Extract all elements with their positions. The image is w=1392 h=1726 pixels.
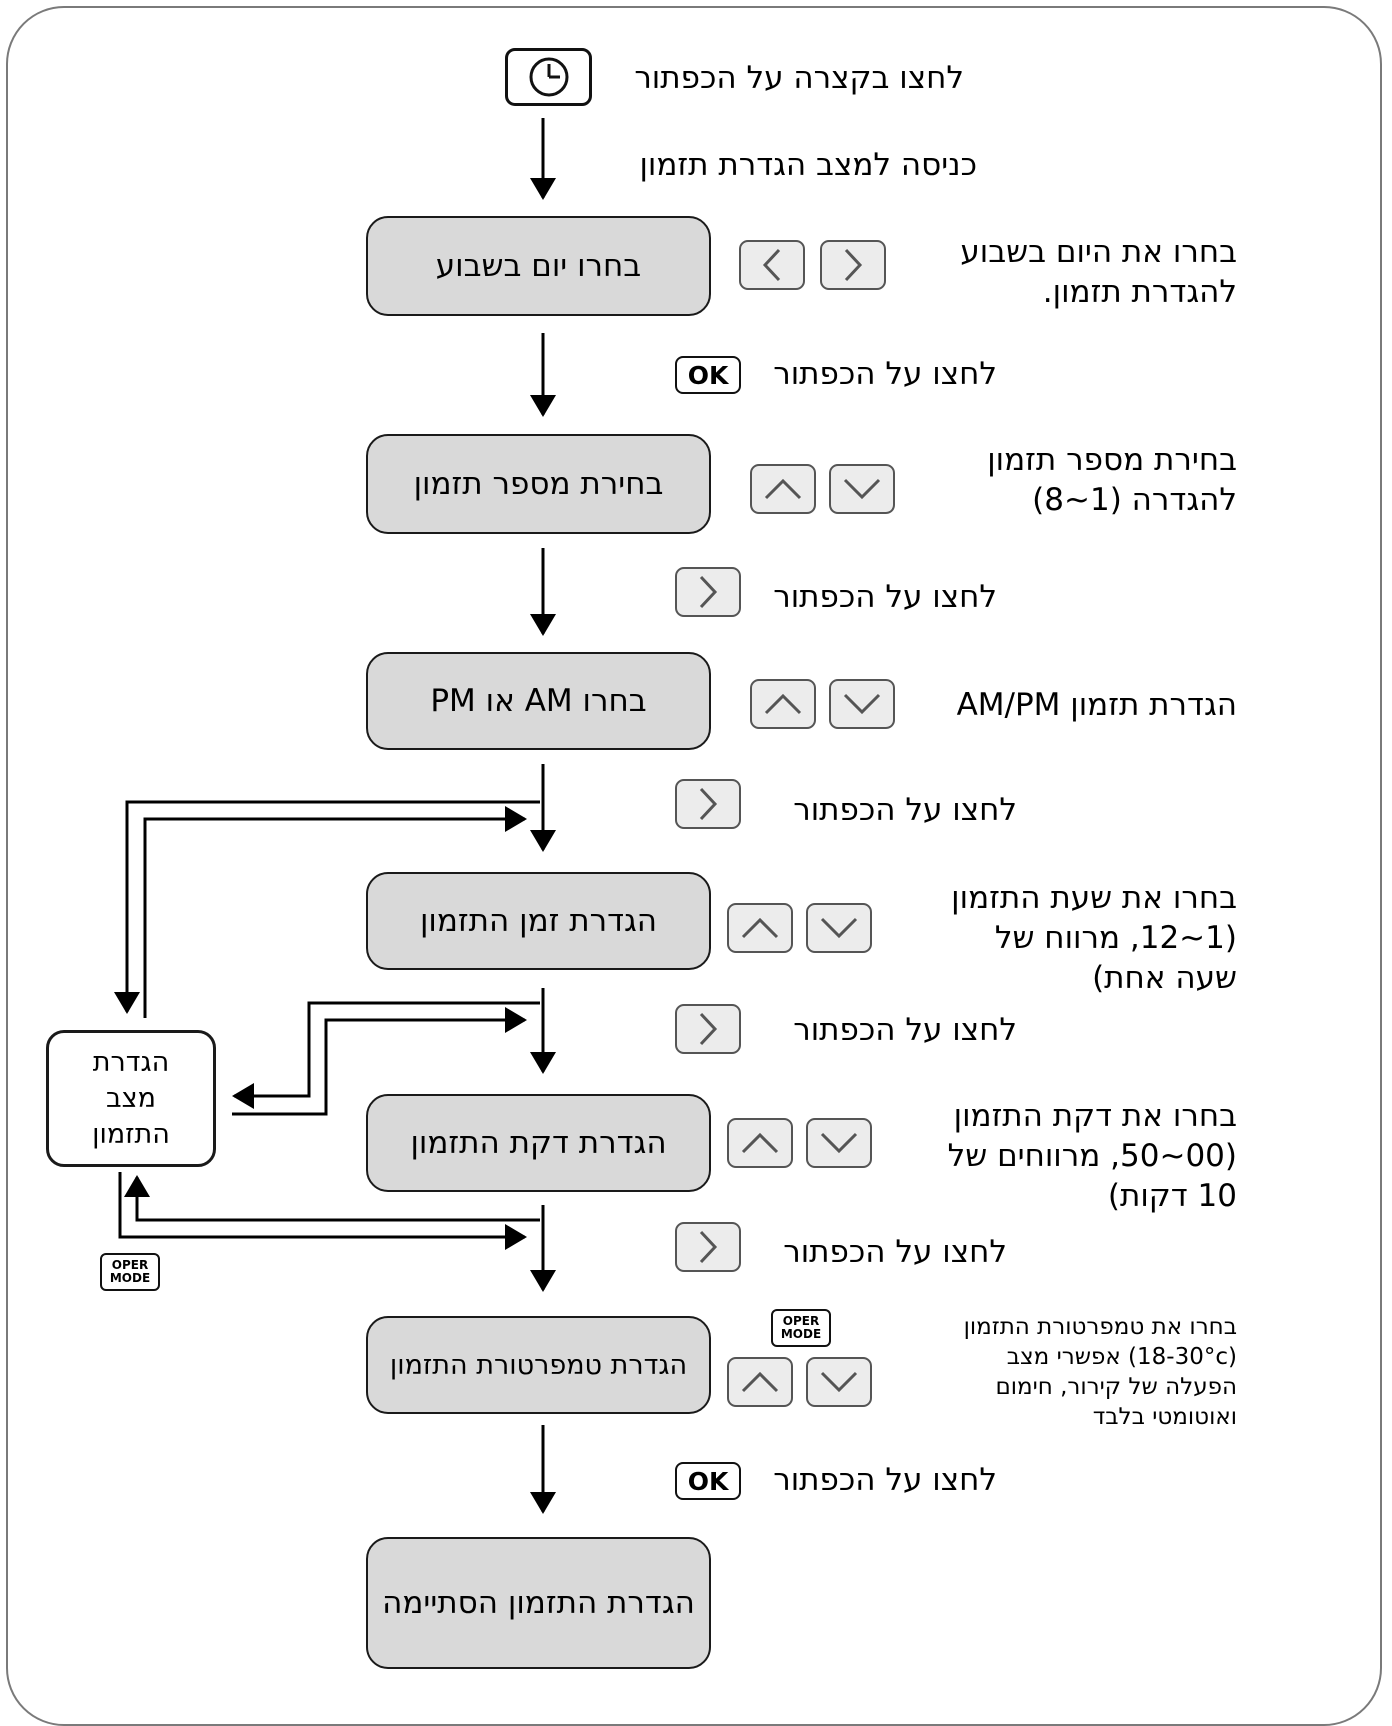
- step-ampm: בחרו AM או PM: [366, 652, 711, 750]
- chevron-down-icon: [820, 1132, 858, 1154]
- oper-mode-line1: OPER: [111, 1258, 149, 1272]
- minute-desc: בחרו את דקת התזמון (00~50, מרווחים של 10…: [947, 1098, 1237, 1214]
- right-key[interactable]: [675, 567, 741, 617]
- loop-top-outer: [114, 800, 540, 1014]
- press-right-text-2: לחצו על הכפתור: [793, 792, 1017, 828]
- chevron-right-icon: [699, 787, 718, 821]
- oper-mode-line1: OPER: [782, 1314, 820, 1328]
- press-right-text-3: לחצו על הכפתור: [793, 1012, 1017, 1048]
- chevron-right-icon: [699, 575, 718, 609]
- step-hour: הגדרת זמן התזמון: [366, 872, 711, 970]
- right-key[interactable]: [675, 779, 741, 829]
- temperature-desc: בחרו את טמפרטורת התזמון (18-30°c) אפשרי …: [963, 1314, 1237, 1430]
- oper-mode-key[interactable]: OPER MODE: [771, 1309, 831, 1347]
- press-clock-text: לחצו בקצרה על הכפתור: [634, 60, 964, 96]
- chevron-up-icon: [764, 693, 802, 715]
- ampm-desc: הגדרת תזמון AM/PM: [956, 687, 1237, 723]
- down-key[interactable]: [806, 903, 872, 953]
- chevron-up-icon: [741, 917, 779, 939]
- down-key[interactable]: [829, 679, 895, 729]
- ok-key[interactable]: OK: [675, 356, 741, 394]
- loop-mid-outer: [232, 1001, 540, 1109]
- press-right-text-4: לחצו על הכפתור: [783, 1234, 1007, 1270]
- step-done-label: הגדרת התזמון הסתיימה: [382, 1585, 695, 1621]
- press-right-text-1: לחצו על הכפתור: [773, 579, 997, 615]
- chevron-up-icon: [741, 1132, 779, 1154]
- loop-top-inner: [143, 806, 527, 1018]
- timer-mode-box: הגדרת מצב התזמון: [46, 1030, 216, 1167]
- down-key[interactable]: [829, 464, 895, 514]
- choose-day-desc: בחרו את היום בשבוע להגדרת תזמון.: [960, 234, 1237, 310]
- press-ok-text-2: לחצו על הכפתור: [773, 1462, 997, 1498]
- clock-icon: [529, 57, 568, 97]
- loop-bot-inner: [118, 1172, 527, 1250]
- step-timer-number: בחירת מספר תזמון: [366, 434, 711, 534]
- right-key[interactable]: [820, 240, 886, 290]
- left-key[interactable]: [739, 240, 805, 290]
- step-temperature-label: הגדרת טמפרטורת התזמון: [389, 1349, 688, 1381]
- chevron-down-icon: [843, 478, 881, 500]
- oper-mode-line2: MODE: [780, 1327, 822, 1341]
- chevron-up-icon: [764, 478, 802, 500]
- up-key[interactable]: [750, 679, 816, 729]
- right-key[interactable]: [675, 1222, 741, 1272]
- oper-mode-line2: MODE: [109, 1271, 151, 1285]
- step-minute: הגדרת דקת התזמון: [366, 1094, 711, 1192]
- step-choose-day: בחרו יום בשבוע: [366, 216, 711, 316]
- step-done: הגדרת התזמון הסתיימה: [366, 1537, 711, 1669]
- chevron-right-icon: [844, 248, 863, 282]
- ok-key[interactable]: OK: [675, 1462, 741, 1500]
- chevron-right-icon: [699, 1012, 718, 1046]
- clock-button[interactable]: [505, 48, 592, 106]
- oper-mode-key[interactable]: OPER MODE: [100, 1253, 160, 1291]
- right-key[interactable]: [675, 1004, 741, 1054]
- step-timer-number-label: בחירת מספר תזמון: [413, 466, 664, 502]
- chevron-down-icon: [820, 1371, 858, 1393]
- step-choose-day-label: בחרו יום בשבוע: [435, 248, 642, 284]
- timer-number-desc: בחירת מספר תזמון להגדרה (1~8): [987, 442, 1237, 518]
- up-key[interactable]: [750, 464, 816, 514]
- up-key[interactable]: [727, 1357, 793, 1407]
- up-key[interactable]: [727, 903, 793, 953]
- down-key[interactable]: [806, 1357, 872, 1407]
- step-ampm-label: בחרו AM או PM: [430, 683, 647, 719]
- step-hour-label: הגדרת זמן התזמון: [419, 903, 658, 939]
- chevron-left-icon: [762, 248, 781, 282]
- chevron-down-icon: [820, 917, 858, 939]
- up-key[interactable]: [727, 1118, 793, 1168]
- enter-mode-text: כניסה למצב הגדרת תזמון: [639, 147, 977, 183]
- loop-bot-outer: [124, 1175, 540, 1222]
- step-minute-label: הגדרת דקת התזמון: [410, 1125, 667, 1161]
- chevron-down-icon: [843, 693, 881, 715]
- step-temperature: הגדרת טמפרטורת התזמון: [366, 1316, 711, 1414]
- loop-mid-inner: [232, 1007, 527, 1116]
- hour-desc: בחרו את שעת התזמון (1~12, מרווח של שעה א…: [951, 880, 1237, 996]
- chevron-right-icon: [699, 1230, 718, 1264]
- chevron-up-icon: [741, 1371, 779, 1393]
- press-ok-text-1: לחצו על הכפתור: [773, 356, 997, 392]
- down-key[interactable]: [806, 1118, 872, 1168]
